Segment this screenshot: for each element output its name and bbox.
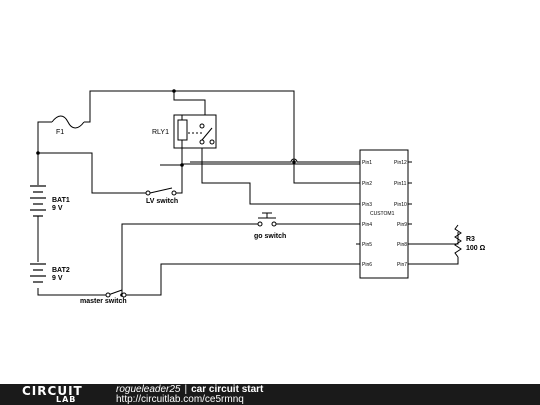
pin-left-1: Pin1 xyxy=(362,160,372,166)
logo-text-bottom: LAB xyxy=(56,395,77,404)
footer-circuit-title: car circuit start xyxy=(191,384,264,395)
pin-left-5: Pin5 xyxy=(362,242,372,248)
relay-coil xyxy=(177,119,188,141)
pin-right-9: Pin9 xyxy=(397,222,407,228)
wire-r3 xyxy=(408,232,459,245)
label-bat1-value: 9 V xyxy=(52,205,63,212)
relay-switch-arm xyxy=(201,127,213,141)
label-bat2-value: 9 V xyxy=(52,275,63,282)
wire-left-bot xyxy=(37,288,108,296)
pin-left-2: Pin2 xyxy=(362,181,372,187)
fuse-symbol xyxy=(51,115,85,129)
circuitlab-logo: CIRCUIT LAB xyxy=(22,384,94,405)
footer-separator: | xyxy=(184,384,188,395)
pin-right-10: Pin10 xyxy=(394,202,407,208)
custom-pins-left xyxy=(356,161,360,265)
footer-bar: CIRCUIT LAB rogueleader25|car circuit st… xyxy=(0,384,540,405)
custom1-block xyxy=(359,149,409,279)
wire-fuse-top xyxy=(37,121,52,153)
wire-relay-top xyxy=(173,91,206,115)
wire-pin3 xyxy=(201,165,360,205)
label-lv-switch: LV switch xyxy=(146,198,178,205)
label-bat1: BAT1 xyxy=(52,197,70,204)
label-bat2: BAT2 xyxy=(52,267,70,274)
wire-pin2 xyxy=(293,162,360,184)
schematic-canvas: F1 RLY1 BAT1 9 V BAT2 9 V LV switch go s… xyxy=(30,89,486,305)
wire-go-left xyxy=(121,223,258,295)
label-rly1: RLY1 xyxy=(152,129,169,136)
label-custom1: CUSTOM1 xyxy=(370,211,395,217)
pin-left-3: Pin3 xyxy=(362,202,372,208)
pin-left-4: Pin4 xyxy=(362,222,372,228)
go-switch-lever xyxy=(258,212,276,219)
label-master-switch: master switch xyxy=(80,298,127,305)
custom-pins-right xyxy=(408,161,412,265)
pin-left-6: Pin6 xyxy=(362,262,372,268)
label-f1: F1 xyxy=(56,129,64,136)
wire-relay-pin1 xyxy=(181,163,360,165)
wire-top-long xyxy=(174,90,295,162)
r3-resistor xyxy=(454,224,462,258)
lv-switch-lever xyxy=(149,187,173,194)
wire-r3-bot xyxy=(408,257,459,265)
pin-right-7: Pin7 xyxy=(397,262,407,268)
wire-fuse-right xyxy=(84,90,174,123)
logo-text-top: CIRCUIT xyxy=(22,384,83,398)
pin-right-11: Pin11 xyxy=(394,181,407,187)
wire-lv xyxy=(38,152,146,194)
pin-right-8: Pin8 xyxy=(397,242,407,248)
wire-master-right xyxy=(124,263,360,296)
footer-title: rogueleader25|car circuit start xyxy=(116,384,263,395)
wire-relay-coil-bot xyxy=(160,150,183,166)
relay-box xyxy=(173,114,217,149)
footer-url-link[interactable]: http://circuitlab.com/ce5rmnq xyxy=(116,394,244,405)
pin-right-12: Pin12 xyxy=(394,160,407,166)
label-r3-value: 100 Ω xyxy=(466,245,486,252)
label-r3: R3 xyxy=(466,236,475,243)
footer-user[interactable]: rogueleader25 xyxy=(116,384,181,395)
wire-lv-right xyxy=(176,165,183,194)
wire-pin1 xyxy=(190,158,360,163)
label-go-switch: go switch xyxy=(254,233,286,240)
